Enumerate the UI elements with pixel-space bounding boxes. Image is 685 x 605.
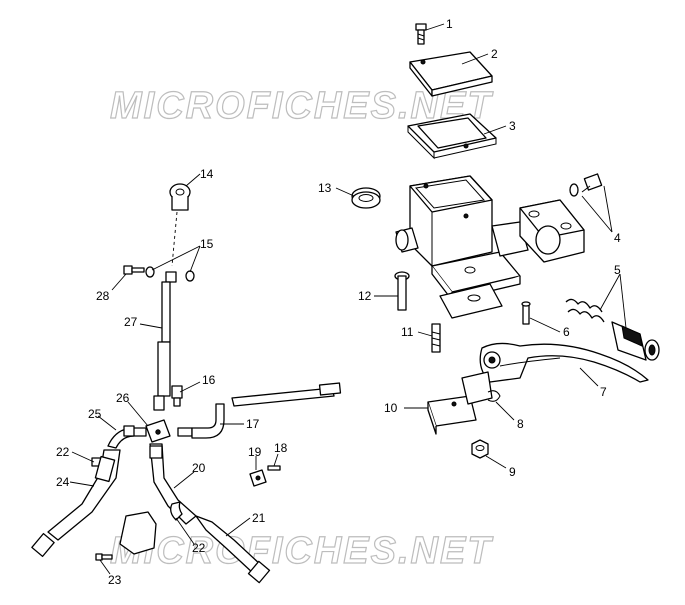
part-7-brake-lever [479, 342, 649, 383]
callout-15: 15 [200, 237, 214, 251]
callout-17: 17 [246, 417, 260, 431]
callout-1: 1 [446, 17, 453, 31]
callout-14: 14 [200, 167, 214, 181]
part-25-line-left [107, 425, 147, 449]
part-3-diaphragm [407, 113, 497, 160]
callout-26: 26 [116, 391, 130, 405]
callout-9: 9 [509, 465, 516, 479]
part-1-cover-screw [415, 23, 427, 45]
part-13-boot [351, 187, 381, 209]
callout-5: 5 [614, 263, 621, 277]
part-8-clip [487, 390, 501, 402]
callout-18: 18 [274, 441, 288, 455]
callout-8: 8 [517, 417, 524, 431]
part-26-tee-block [145, 419, 171, 443]
caliper-shape [119, 511, 157, 555]
callout-6: 6 [563, 325, 570, 339]
callout-4: 4 [614, 231, 621, 245]
part-17-brake-line [177, 382, 342, 439]
callout-22-right: 22 [192, 541, 206, 555]
callout-10: 10 [384, 401, 398, 415]
part-27-brake-hose [153, 271, 177, 411]
part-23-screw [95, 553, 113, 561]
leader-lines [69, 23, 627, 575]
callout-13: 13 [318, 181, 332, 195]
master-cylinder-body [395, 175, 529, 319]
callout-11: 11 [401, 325, 414, 339]
callout-21: 21 [252, 511, 266, 525]
part-11-screw [431, 323, 441, 353]
callout-28: 28 [96, 289, 110, 303]
callout-23: 23 [108, 573, 122, 587]
part-4-clamp [519, 173, 603, 263]
watermark-bottom: MICROFICHES.NET [110, 530, 493, 572]
part-6-pin [521, 301, 531, 325]
part-22-hose-clip-right [170, 501, 183, 521]
callout-2: 2 [491, 47, 498, 61]
part-14-banjo-fitting [169, 183, 191, 211]
callout-12: 12 [358, 289, 372, 303]
callout-27: 27 [124, 315, 138, 329]
callout-16: 16 [202, 373, 216, 387]
part-21-hose-right [195, 515, 271, 584]
part-16-bleeder [171, 385, 183, 407]
callout-24: 24 [56, 475, 70, 489]
callout-22-left: 22 [56, 445, 70, 459]
part-10-lever-guard [427, 371, 493, 435]
callout-20: 20 [192, 461, 206, 475]
part-18-screw [267, 465, 281, 471]
part-9-nut [471, 439, 489, 459]
part-19-bracket [249, 469, 267, 487]
callout-19: 19 [248, 445, 262, 459]
part-28-screw [123, 265, 145, 275]
part-2-reservoir-cover [409, 51, 493, 97]
callout-25: 25 [88, 407, 102, 421]
callout-3: 3 [509, 119, 516, 133]
part-12-pivot-bolt [394, 271, 410, 311]
part-24-hose-left [31, 449, 121, 558]
callout-7: 7 [600, 385, 607, 399]
part-5-piston-assembly [565, 298, 660, 361]
